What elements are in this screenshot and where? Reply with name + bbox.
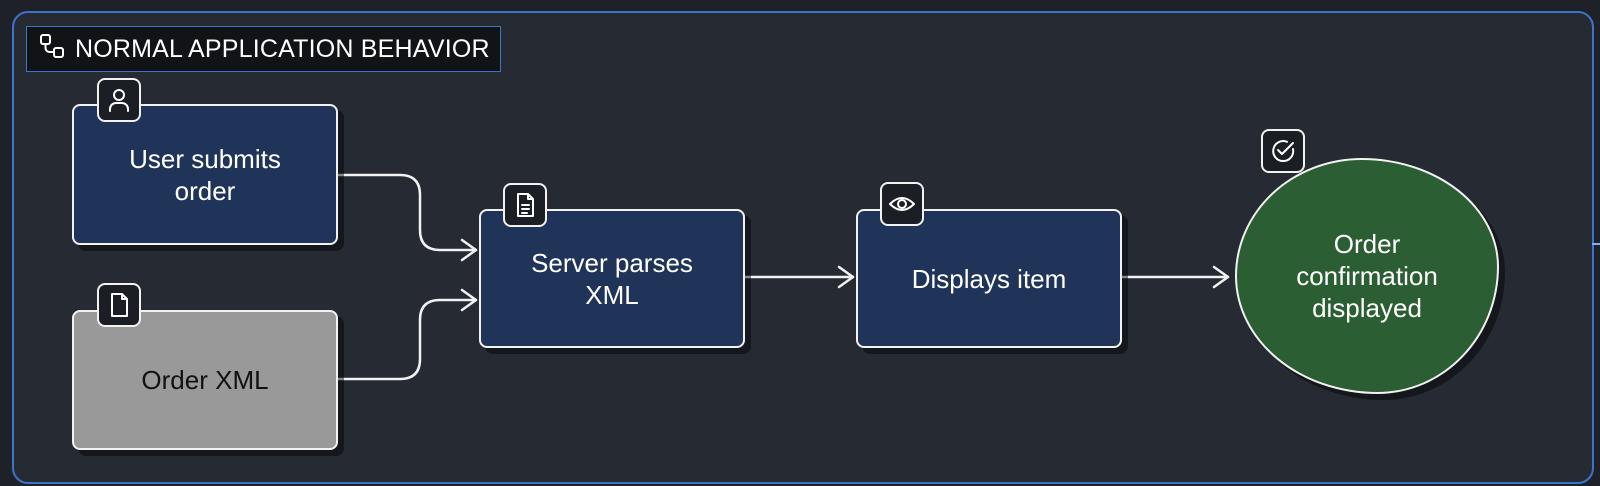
- arrow-head: [837, 265, 855, 289]
- node-label: Displays item: [911, 263, 1067, 294]
- eye-icon: [880, 182, 924, 226]
- user-icon: [97, 78, 141, 122]
- node-order-xml[interactable]: Order XML: [72, 310, 338, 450]
- node-label: User submits order: [129, 143, 281, 206]
- check-circle-icon: [1261, 129, 1305, 173]
- edge-xml-to-server: [331, 298, 478, 381]
- frame-edge-marker: [1592, 243, 1600, 245]
- arrow-head: [460, 288, 478, 312]
- edge-user-to-server: [331, 173, 478, 252]
- arrow-head: [460, 238, 478, 262]
- text-document-icon: [503, 183, 547, 227]
- node-order-confirmation[interactable]: Order confirmation displayed: [1235, 158, 1499, 394]
- document-icon: [97, 283, 141, 327]
- node-server-parses-xml[interactable]: Server parses XML: [479, 209, 745, 348]
- arrow-head: [1212, 265, 1230, 289]
- node-label: Order confirmation displayed: [1296, 229, 1438, 323]
- group-title-text: NORMAL APPLICATION BEHAVIOR: [75, 34, 490, 63]
- group-title: NORMAL APPLICATION BEHAVIOR: [26, 26, 501, 72]
- node-displays-item[interactable]: Displays item: [856, 209, 1122, 348]
- node-label: Order XML: [141, 365, 269, 395]
- node-label: Server parses XML: [531, 247, 693, 310]
- node-user-submits-order[interactable]: User submits order: [72, 104, 338, 245]
- flow-diagram-icon: [39, 33, 65, 66]
